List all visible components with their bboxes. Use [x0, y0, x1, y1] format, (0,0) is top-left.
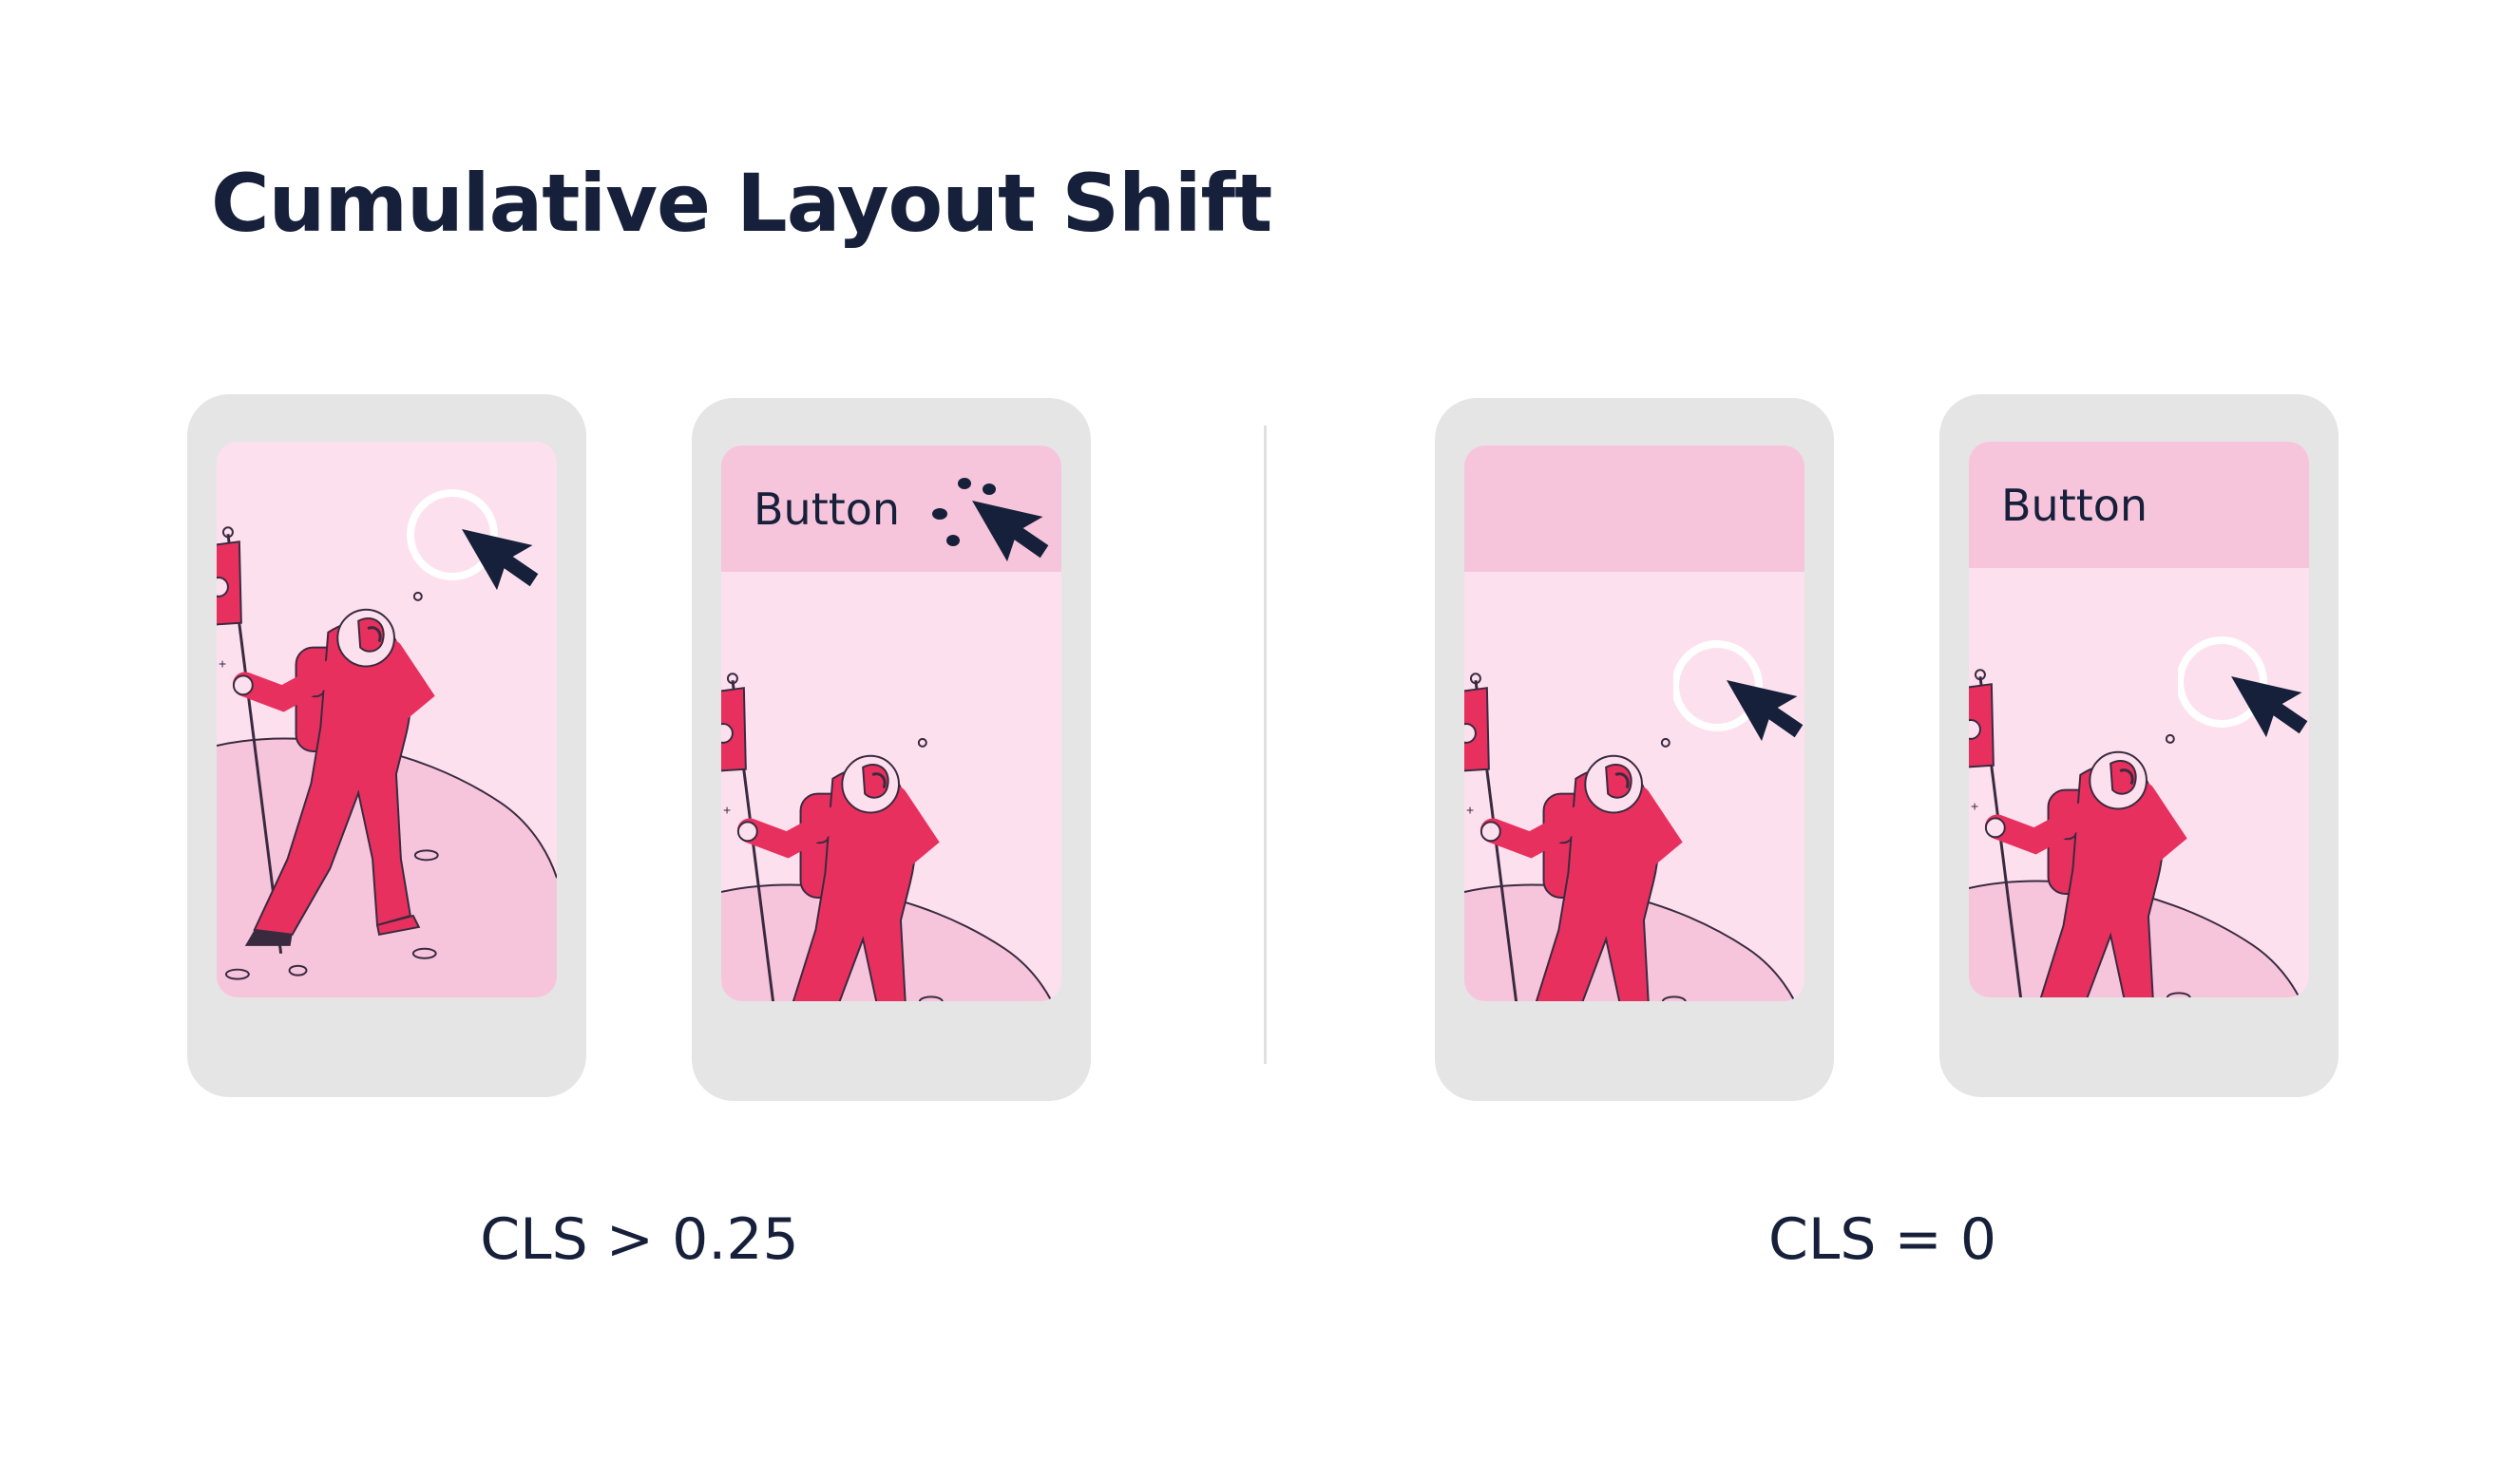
phone-good-before	[1435, 398, 1834, 1101]
cursor-arrow-icon	[407, 489, 549, 602]
phone-screen	[217, 442, 557, 997]
click-burst-icon	[932, 474, 1060, 574]
reserved-space-placeholder	[1464, 446, 1804, 572]
cursor-arrow-icon	[2178, 636, 2309, 749]
phone-screen: Button	[721, 446, 1061, 1001]
phone-screen	[1464, 446, 1804, 1001]
astronaut-illustration	[721, 607, 1061, 1001]
divider	[1264, 426, 1267, 1064]
phone-bad-before	[187, 394, 586, 1097]
phone-good-after: Button	[1939, 394, 2339, 1097]
caption-good: CLS = 0	[1768, 1206, 1996, 1273]
cursor-arrow-icon	[1673, 640, 1804, 753]
phone-bad-after: Button	[692, 398, 1091, 1101]
phone-screen: Button	[1969, 442, 2309, 997]
loaded-button-bar[interactable]: Button	[1969, 442, 2309, 568]
button-label: Button	[2001, 480, 2148, 531]
button-label: Button	[754, 484, 901, 535]
page-title: Cumulative Layout Shift	[211, 157, 1272, 250]
caption-bad: CLS > 0.25	[480, 1206, 799, 1273]
